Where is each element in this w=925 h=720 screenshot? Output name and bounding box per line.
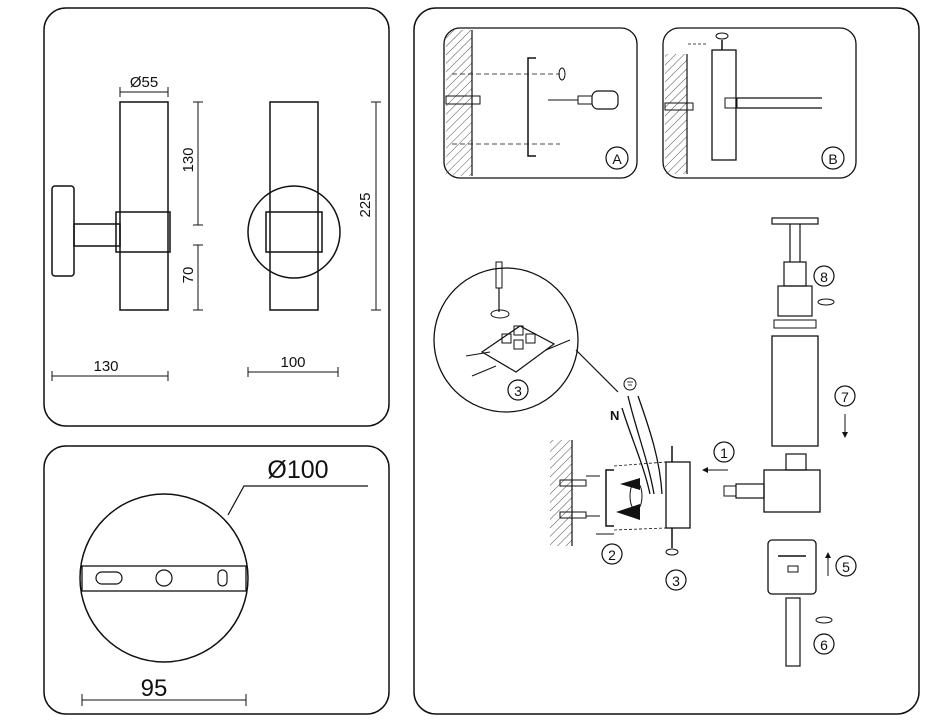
- step-7-label: 7: [841, 389, 849, 405]
- dim-lower-height: 70: [180, 267, 197, 284]
- detail-terminal-block: 3: [433, 261, 619, 413]
- dim-total-height: 225: [357, 192, 374, 217]
- side-view: [51, 101, 171, 311]
- center-hole: [155, 569, 173, 587]
- step-2-label: 2: [608, 547, 616, 563]
- step-3-detail-label: 3: [514, 383, 522, 399]
- dim-base-width: 100: [280, 354, 305, 371]
- front-view: [247, 101, 341, 311]
- step-8-label: 8: [820, 269, 828, 285]
- panel-dimensions: Ø55 130 70 225 130 100: [43, 7, 390, 427]
- dim-depth: 130: [93, 358, 118, 375]
- step-b-label: B: [828, 151, 837, 167]
- step-1-label: 1: [720, 445, 728, 461]
- dim-mount-spacing: 95: [141, 675, 168, 702]
- lamp-parts: 8 7 5 6: [723, 217, 857, 667]
- panel-installation: A B: [413, 7, 920, 715]
- panel-mounting-plate: Ø100 95: [43, 445, 390, 715]
- neutral-label: N: [610, 408, 619, 423]
- subpanel-a: A: [443, 27, 638, 179]
- wall-mount-assembly: 2 3: [550, 440, 691, 591]
- subpanel-b: B: [662, 27, 857, 179]
- step-6-label: 6: [820, 637, 828, 653]
- dim-tube-diameter: Ø55: [130, 74, 158, 91]
- step-3-label: 3: [672, 573, 680, 589]
- slot-hole: [95, 571, 123, 585]
- slot-hole: [217, 569, 228, 587]
- step-5-label: 5: [842, 559, 850, 575]
- mounting-bar: [81, 565, 247, 592]
- dim-plate-diameter: Ø100: [267, 456, 328, 484]
- dim-upper-height: 130: [180, 147, 197, 172]
- step-a-label: A: [612, 151, 622, 167]
